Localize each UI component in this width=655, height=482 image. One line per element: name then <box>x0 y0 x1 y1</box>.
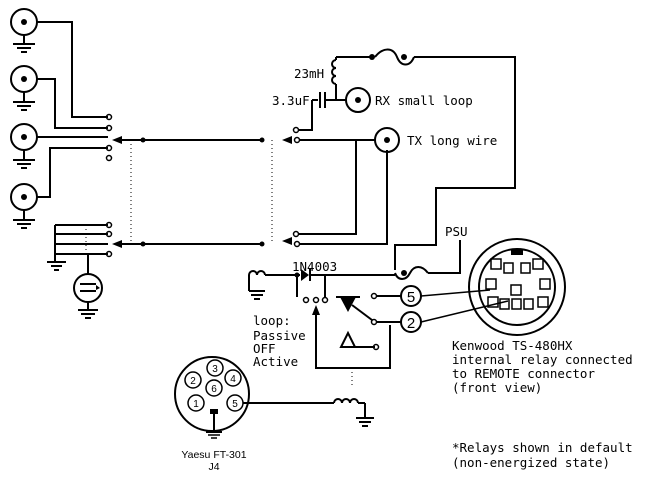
yaesu-line-1: Yaesu FT-301 <box>181 449 246 461</box>
psu-wire <box>394 240 461 280</box>
cap-33uf-label: 3.3uF <box>272 93 310 108</box>
kenwood-line-3: to REMOTE connector <box>452 366 595 381</box>
diode-label: 1N4003 <box>292 259 337 274</box>
psu-label: PSU <box>445 224 468 239</box>
kenwood-line-2: internal relay connected <box>452 352 633 367</box>
lower-relay-contacts <box>47 221 122 271</box>
loop-passive-label: Passive <box>253 328 306 343</box>
coax-connector-1 <box>10 8 38 53</box>
top-control-wire <box>336 48 516 270</box>
rx-small-loop-label: RX small loop <box>375 93 473 108</box>
yaesu-j4-connector: 3 2 4 6 1 5 <box>174 356 374 439</box>
kenwood-internal-relay <box>336 292 402 351</box>
tx-long-wire-label: TX long wire <box>407 133 497 148</box>
yaesu-pin-3: 3 <box>212 364 218 375</box>
loop-active-label: Active <box>253 354 298 369</box>
kenwood-pin-2: 2 <box>400 311 422 333</box>
variable-capacitor <box>73 254 103 319</box>
kenwood-line-1: Kenwood TS-480HX <box>452 338 573 353</box>
main-bus <box>122 136 292 247</box>
connector-wiring <box>37 21 108 198</box>
inductor-23mh-label: 23mH <box>294 66 324 81</box>
kenwood-pin-2-label: 2 <box>407 315 415 332</box>
rx-small-loop-connector <box>312 57 371 113</box>
coax-connector-4 <box>10 183 38 229</box>
yaesu-pin-5: 5 <box>232 399 238 410</box>
upper-relay-contacts <box>105 113 122 162</box>
tx-long-wire-connector <box>374 127 400 153</box>
kenwood-pin-5: 5 <box>400 285 422 307</box>
loop-mode-relay <box>302 296 391 388</box>
coax-connector-3 <box>10 123 38 169</box>
kenwood-remote-connector <box>420 238 566 336</box>
note-line-1: *Relays shown in default <box>452 440 633 455</box>
loop-off-label: OFF <box>253 341 276 356</box>
yaesu-line-2: J4 <box>208 461 219 473</box>
kenwood-pin-5-label: 5 <box>407 289 415 306</box>
yaesu-pin-1: 1 <box>193 399 199 410</box>
yaesu-pin-2: 2 <box>190 376 196 387</box>
loop-title-label: loop: <box>253 313 291 328</box>
coax-connector-2 <box>10 65 38 111</box>
note-line-2: (non-energized state) <box>452 455 610 470</box>
yaesu-pin-4: 4 <box>230 374 236 385</box>
middle-relay-contacts <box>292 100 388 248</box>
diode-assembly <box>248 269 395 300</box>
yaesu-pin-6: 6 <box>211 384 217 395</box>
kenwood-line-4: (front view) <box>452 380 542 395</box>
